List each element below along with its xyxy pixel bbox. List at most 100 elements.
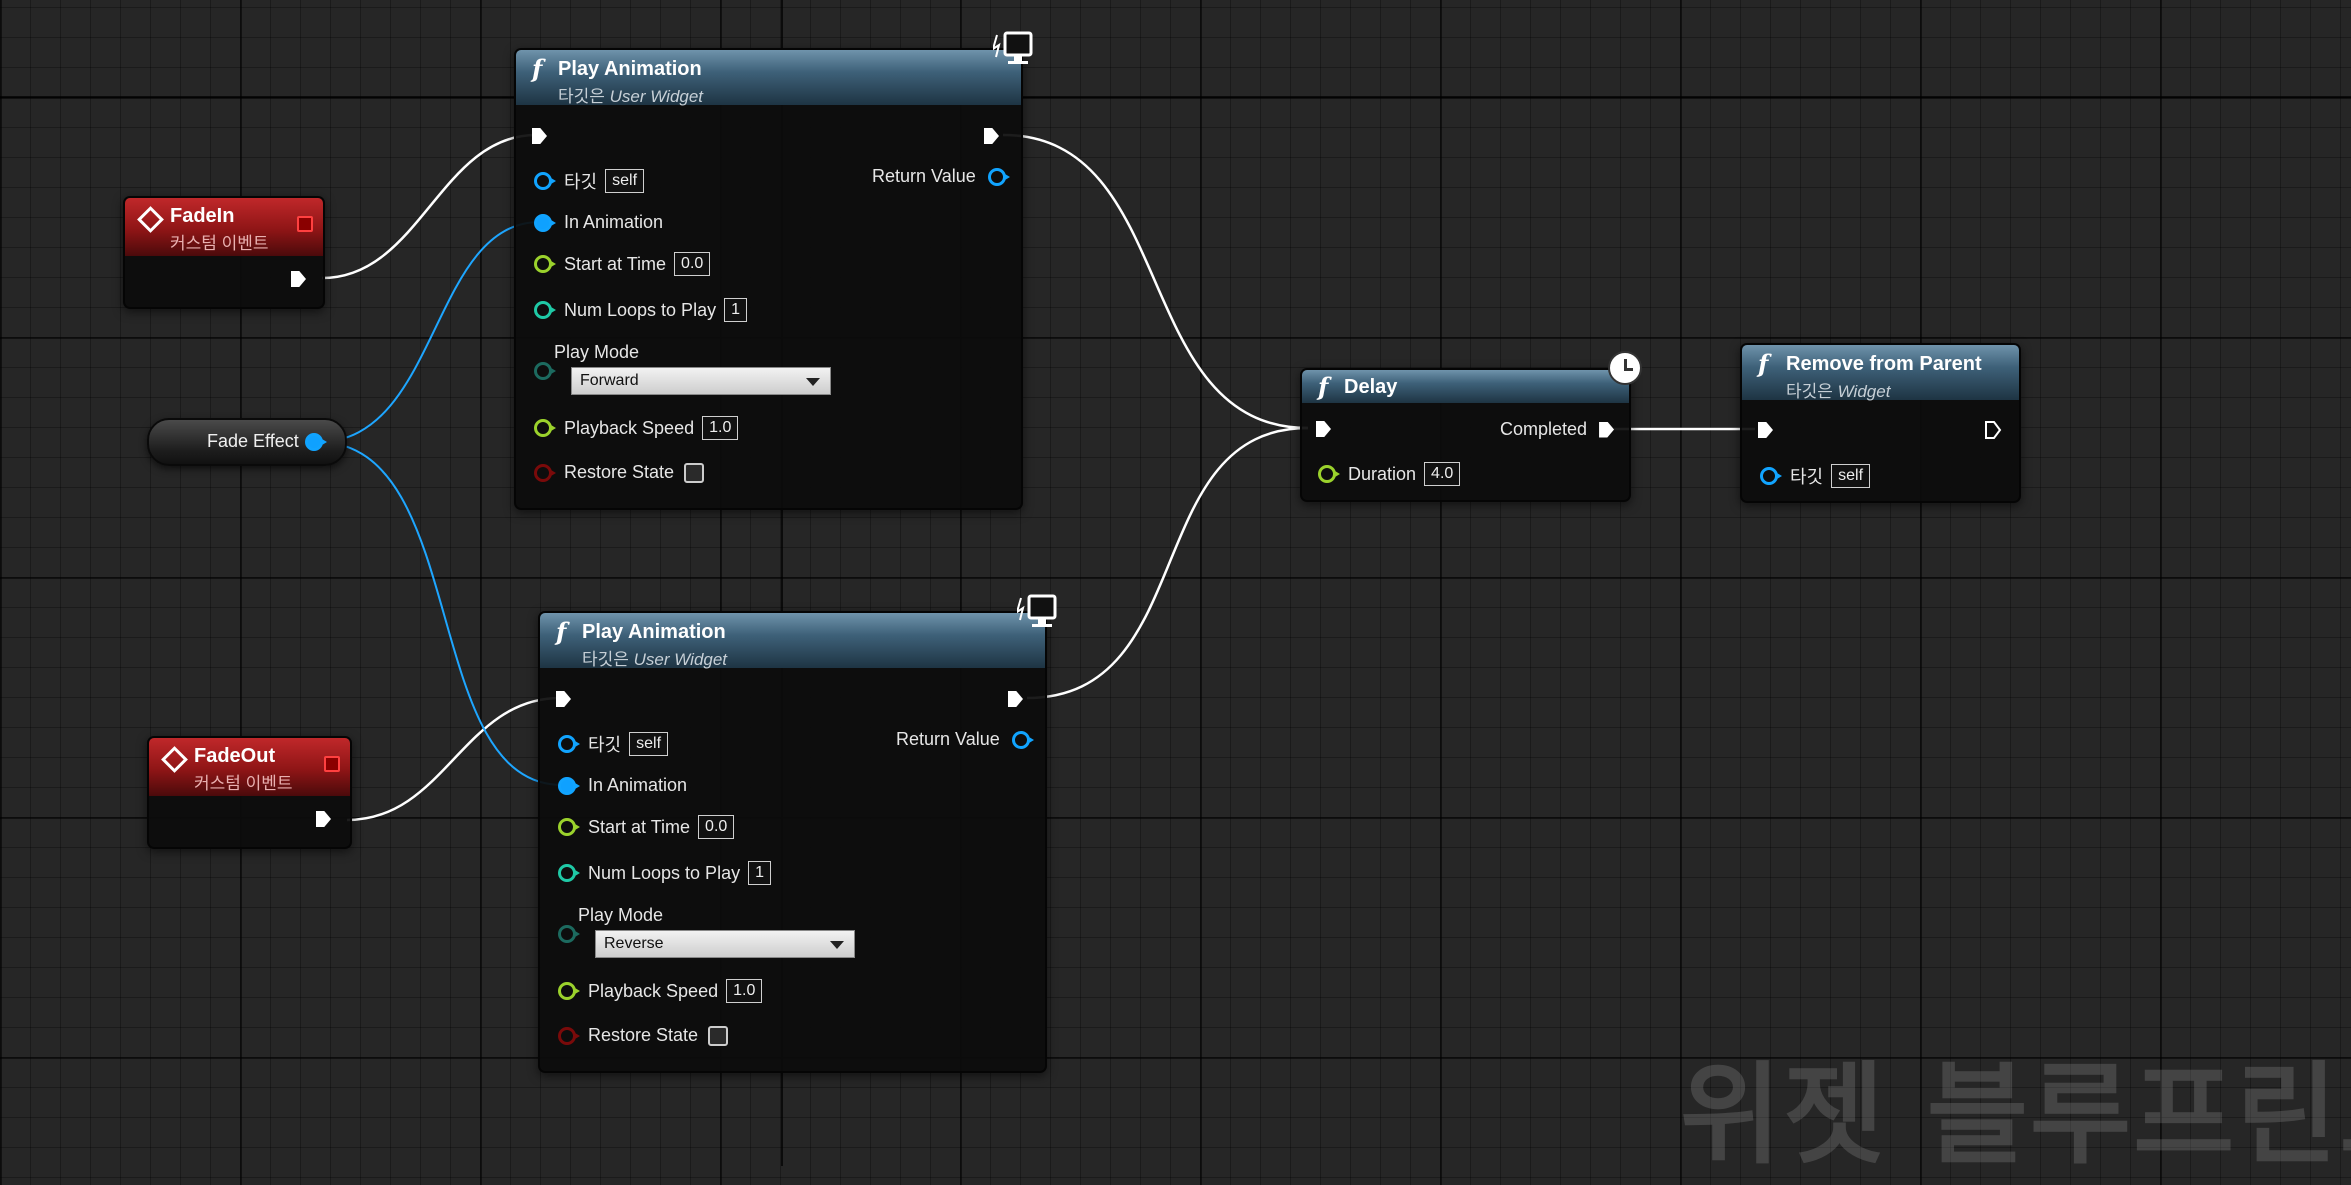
- return-value-pin-icon[interactable]: [987, 167, 1010, 186]
- fadeout-event-node[interactable]: FadeOut 커스텀 이벤트: [147, 736, 352, 849]
- play-mode-dropdown[interactable]: Reverse: [595, 930, 855, 958]
- exec-out-pin-icon[interactable]: [1599, 421, 1615, 438]
- function-icon: f: [1318, 372, 1329, 401]
- restore-state-checkbox[interactable]: [708, 1025, 729, 1046]
- fade-effect-variable-node[interactable]: Fade Effect: [147, 418, 347, 466]
- duration-value[interactable]: 4.0: [1424, 462, 1461, 486]
- duration-pin-icon[interactable]: [1318, 465, 1340, 483]
- fadein-event-node[interactable]: FadeIn 커스텀 이벤트: [123, 196, 325, 309]
- function-icon: f: [556, 617, 567, 646]
- subtitle-target: User Widget: [609, 87, 704, 106]
- playback-speed-pin-icon[interactable]: [534, 419, 556, 437]
- play-mode-dropdown[interactable]: Forward: [571, 367, 831, 395]
- delegate-pin-icon[interactable]: [324, 756, 340, 772]
- exec-pin-icon[interactable]: [291, 271, 306, 287]
- num-loops-label: Num Loops to Play: [588, 862, 741, 883]
- fade-effect-label: Fade Effect: [207, 431, 299, 451]
- event-diamond-icon: [137, 206, 164, 233]
- num-loops-value[interactable]: 1: [724, 298, 747, 322]
- playback-speed-label: Playback Speed: [588, 980, 719, 1001]
- play-animation-node-1[interactable]: f Play Animation 타깃은 User Widget 타깃 self…: [514, 48, 1023, 510]
- remove-from-parent-subtitle: 타깃은 Widget: [1786, 377, 1890, 402]
- start-at-time-label: Start at Time: [588, 816, 691, 837]
- target-label: 타깃: [564, 172, 598, 192]
- start-at-time-label: Start at Time: [564, 253, 667, 274]
- restore-state-label: Restore State: [564, 462, 675, 482]
- delay-node[interactable]: f Delay Completed Duration 4.0: [1300, 368, 1631, 502]
- num-loops-pin-icon[interactable]: [558, 864, 580, 882]
- exec-in-pin-icon[interactable]: [556, 691, 571, 707]
- clock-icon: [1608, 351, 1642, 385]
- play-mode-label: Play Mode: [554, 342, 640, 362]
- completed-label: Completed: [1500, 419, 1588, 439]
- play-mode-pin-icon[interactable]: [558, 925, 580, 943]
- graph-origin-axis-vertical: [781, 0, 783, 1166]
- return-value-pin-icon[interactable]: [1011, 730, 1034, 749]
- num-loops-value[interactable]: 1: [748, 861, 771, 885]
- num-loops-pin-icon[interactable]: [534, 301, 556, 319]
- target-value[interactable]: self: [1831, 464, 1871, 488]
- fadeout-event-title: FadeOut: [194, 745, 276, 767]
- target-pin-icon[interactable]: [1760, 467, 1782, 485]
- play-animation-1-header[interactable]: f Play Animation 타깃은 User Widget: [516, 50, 1021, 107]
- widget-monitor-icon: [993, 31, 1033, 64]
- delay-title: Delay: [1344, 376, 1398, 398]
- in-animation-label: In Animation: [564, 212, 664, 232]
- playback-speed-value[interactable]: 1.0: [726, 979, 763, 1003]
- play-animation-2-header[interactable]: f Play Animation 타깃은 User Widget: [540, 613, 1045, 669]
- play-mode-selected: Forward: [580, 372, 639, 389]
- restore-state-checkbox[interactable]: [684, 462, 705, 483]
- exec-in-pin-icon[interactable]: [1316, 421, 1331, 437]
- playback-speed-pin-icon[interactable]: [558, 982, 580, 1000]
- fadein-event-header[interactable]: FadeIn 커스텀 이벤트: [125, 198, 323, 256]
- subtitle-prefix: 타깃은: [1786, 382, 1838, 401]
- exec-out-pin-icon[interactable]: [1984, 420, 2002, 440]
- target-label: 타깃: [1790, 467, 1824, 487]
- target-value[interactable]: self: [605, 169, 645, 193]
- target-pin-icon[interactable]: [558, 735, 580, 753]
- remove-from-parent-header[interactable]: f Remove from Parent 타깃은 Widget: [1742, 345, 2019, 402]
- fadeout-event-header[interactable]: FadeOut 커스텀 이벤트: [149, 738, 350, 796]
- num-loops-label: Num Loops to Play: [564, 299, 717, 320]
- exec-in-pin-icon[interactable]: [532, 128, 547, 144]
- return-value-label: Return Value: [896, 729, 1000, 749]
- play-animation-1-subtitle: 타깃은 User Widget: [558, 82, 703, 107]
- object-wire-fade-effect-to-play1: [317, 221, 541, 443]
- in-animation-pin-icon[interactable]: [558, 776, 580, 795]
- subtitle-target: User Widget: [633, 650, 728, 669]
- restore-state-label: Restore State: [588, 1025, 699, 1045]
- play-animation-node-2[interactable]: f Play Animation 타깃은 User Widget 타깃 self…: [538, 611, 1047, 1073]
- exec-in-pin-icon[interactable]: [1758, 422, 1773, 438]
- play-animation-1-title: Play Animation: [558, 58, 702, 80]
- graph-origin-axis-horizontal: [0, 96, 2351, 98]
- target-pin-icon[interactable]: [534, 172, 556, 190]
- exec-pin-icon[interactable]: [316, 811, 331, 827]
- duration-label: Duration: [1348, 463, 1417, 484]
- delay-header[interactable]: f Delay: [1302, 370, 1629, 403]
- dropdown-arrow-icon: [830, 941, 844, 949]
- restore-state-pin-icon[interactable]: [534, 463, 556, 482]
- data-pin-icon[interactable]: [305, 433, 327, 451]
- restore-state-pin-icon[interactable]: [558, 1026, 580, 1045]
- graph-type-watermark: 위젯 블루프린트: [1680, 1051, 2351, 1179]
- play-animation-2-title: Play Animation: [582, 621, 726, 643]
- start-at-time-value[interactable]: 0.0: [698, 815, 735, 839]
- dropdown-arrow-icon: [806, 378, 820, 386]
- exec-out-pin-icon[interactable]: [984, 128, 999, 144]
- playback-speed-value[interactable]: 1.0: [702, 416, 739, 440]
- start-at-time-pin-icon[interactable]: [558, 818, 580, 836]
- remove-from-parent-title: Remove from Parent: [1786, 353, 1982, 375]
- widget-monitor-icon: [1017, 594, 1057, 627]
- remove-from-parent-node[interactable]: f Remove from Parent 타깃은 Widget 타깃 self: [1740, 343, 2021, 503]
- target-value[interactable]: self: [629, 732, 669, 756]
- exec-wire-fadeout-to-play2: [346, 696, 561, 822]
- in-animation-pin-icon[interactable]: [534, 213, 556, 232]
- function-icon: f: [1758, 349, 1769, 378]
- play-mode-pin-icon[interactable]: [534, 362, 556, 380]
- start-at-time-value[interactable]: 0.0: [674, 252, 711, 276]
- function-icon: f: [532, 54, 543, 83]
- exec-out-pin-icon[interactable]: [1008, 691, 1023, 707]
- delegate-pin-icon[interactable]: [297, 216, 313, 232]
- start-at-time-pin-icon[interactable]: [534, 255, 556, 273]
